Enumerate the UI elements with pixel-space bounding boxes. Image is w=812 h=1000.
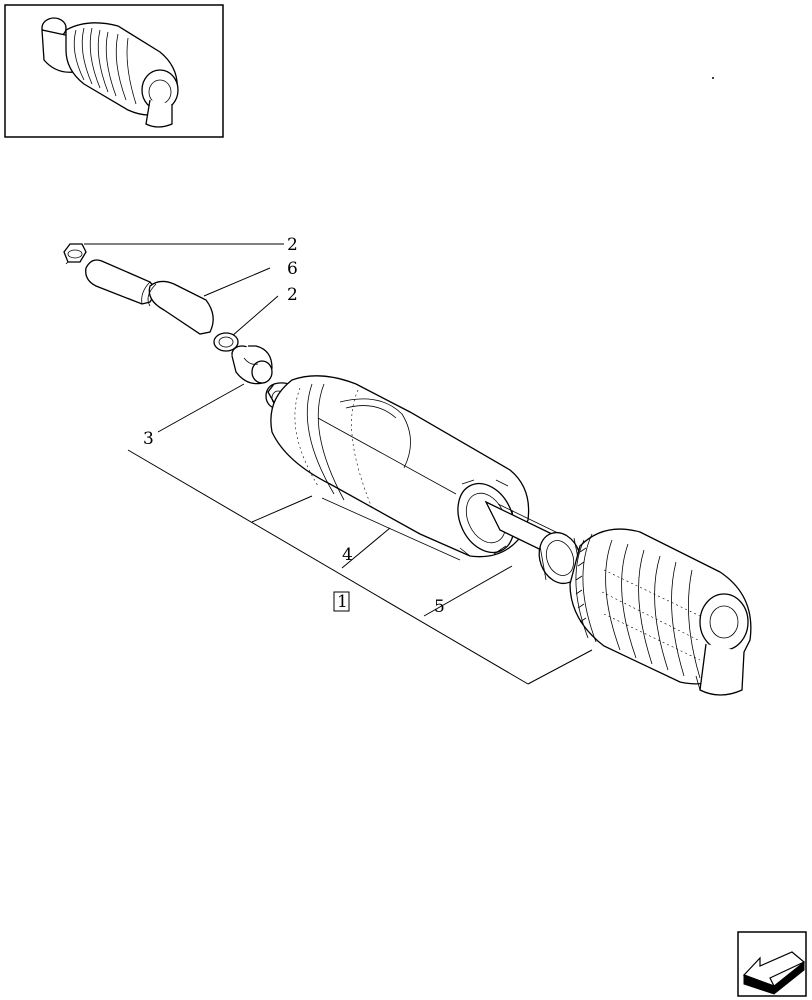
callout-2-lower: 2 — [287, 285, 298, 305]
fitting — [231, 345, 273, 385]
air-cleaner-housing — [265, 375, 530, 561]
callout-1: 1 — [337, 592, 348, 612]
clamp-upper — [63, 243, 87, 265]
callout-6: 6 — [287, 259, 298, 279]
hose — [85, 259, 214, 335]
air-cleaner-thumbnail-icon — [41, 17, 179, 128]
callout-1-box: 1 — [333, 591, 350, 612]
callout-5: 5 — [434, 597, 445, 617]
leader-lines — [84, 243, 593, 685]
callout-3: 3 — [143, 429, 154, 449]
thumbnail-frame — [4, 4, 224, 138]
callout-2-top: 2 — [287, 235, 298, 255]
clamp-lower — [213, 332, 239, 352]
filter-element — [484, 500, 582, 585]
dot-mark — [712, 77, 714, 79]
pre-cleaner-cover — [569, 528, 752, 696]
previous-page-arrow-icon[interactable] — [737, 931, 807, 997]
callout-4: 4 — [342, 545, 353, 565]
